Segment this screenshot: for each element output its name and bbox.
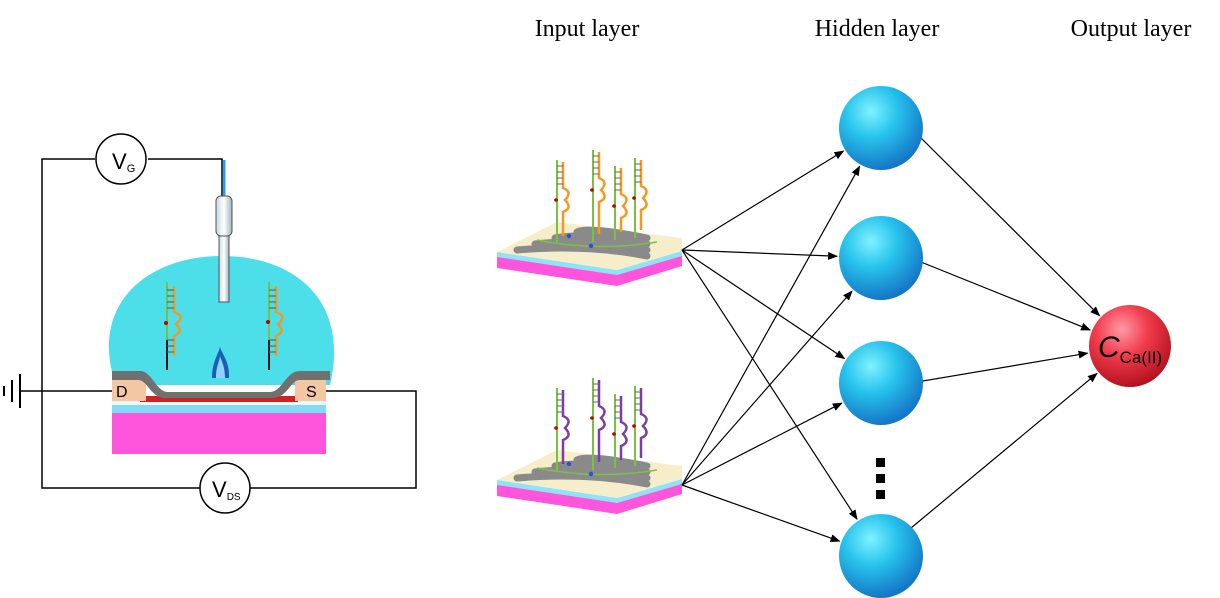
edge-hidden4-output: [910, 372, 1098, 529]
chip-probe-marker: [590, 416, 594, 420]
chip-probe-marker: [554, 198, 558, 202]
chip-oxide: [497, 479, 682, 503]
chip-nanotube: [513, 472, 651, 488]
network-connections: [681, 127, 1101, 542]
chip-probe-loop: [619, 396, 628, 460]
edge-input2-hidden4: [681, 484, 841, 542]
edge-input2-hidden3: [681, 402, 843, 486]
drain-source-voltmeter: VDS: [199, 462, 251, 514]
gate-voltmeter: VG: [95, 133, 147, 185]
substrate-blue: [112, 404, 326, 413]
drain-electrode: [112, 379, 146, 401]
channel-layer: [112, 371, 330, 398]
output-subscript: Ca(II): [1120, 348, 1163, 367]
output-node-label: CCa(II): [1098, 331, 1162, 367]
transistor-device: D S: [3, 133, 417, 514]
vds-subscript: DS: [227, 492, 241, 503]
hidden-node-1: [839, 86, 923, 170]
chip-nanotube: [531, 466, 651, 482]
source-label: S: [306, 384, 317, 401]
vg-symbol: V: [112, 149, 127, 174]
gate-red-layer: [140, 396, 298, 402]
chip-probe-marker: [554, 426, 558, 430]
gate-circuit-wire: [41, 158, 417, 489]
chip-ion: [588, 243, 594, 249]
vds-symbol: V: [212, 477, 227, 502]
chip-ion: [566, 461, 572, 467]
source-electrode: [295, 379, 326, 401]
chip-probe-marker: [612, 432, 616, 436]
substrate-white: [112, 400, 326, 405]
edge-input2-hidden1: [681, 165, 861, 486]
chip-ion: [566, 233, 572, 239]
svg-text:VG: VG: [112, 149, 135, 175]
gate-electrode-body: [215, 195, 233, 237]
hidden-node-2: [839, 216, 923, 300]
input-layer-title: Input layer: [535, 16, 640, 42]
chip-probe-loop: [561, 162, 570, 236]
input-sensor-chip-1: [497, 150, 682, 286]
output-layer-title: Output layer: [1071, 16, 1192, 42]
chip-nanotube: [531, 238, 651, 254]
chip-surface-strand: [536, 239, 658, 248]
edge-hidden2-output: [910, 257, 1092, 331]
input-sensor-chip-2: [497, 378, 682, 514]
edge-input1-hidden2: [681, 249, 839, 260]
hidden-node-3: [839, 341, 923, 425]
chip-ion: [588, 471, 594, 477]
chip-probe-marker: [590, 188, 594, 192]
ion-plume-core: [216, 356, 225, 378]
chip-probe-loop: [639, 160, 648, 230]
hidden-node-4: [839, 514, 923, 598]
chip-oxide: [497, 251, 682, 275]
chip-probe-loop: [619, 168, 628, 232]
chip-probe-loop: [597, 380, 606, 462]
output-node: [1089, 305, 1171, 387]
hidden-layer-title: Hidden layer: [815, 16, 940, 42]
gate-electrode-needle: [218, 235, 230, 303]
svg-text:VDS: VDS: [212, 477, 241, 503]
chip-probe-marker: [612, 204, 616, 208]
chip-nanotube: [513, 244, 651, 260]
chip-probe-loop: [597, 152, 606, 234]
electrolyte-dome: [108, 256, 335, 385]
edge-input1-hidden3: [681, 249, 846, 360]
chip-probe-marker: [632, 196, 636, 200]
vg-subscript: G: [127, 163, 136, 175]
edge-input2-hidden2: [681, 290, 853, 486]
chip-probe-marker: [632, 424, 636, 428]
hidden-ellipsis: [876, 458, 885, 499]
substrate-magenta: [112, 412, 326, 454]
edge-hidden1-output: [910, 127, 1101, 317]
drain-label: D: [116, 384, 128, 401]
chip-surface-strand: [536, 467, 658, 476]
output-symbol: C: [1098, 331, 1120, 364]
chip-probe-loop: [561, 390, 570, 464]
ground-icon: [3, 374, 21, 408]
device-aptamer-right: [266, 282, 284, 370]
device-aptamer-left: [164, 282, 182, 370]
edge-hidden3-output: [910, 350, 1089, 384]
chip-probe-loop: [639, 388, 648, 458]
edge-input1-hidden1: [681, 150, 845, 251]
